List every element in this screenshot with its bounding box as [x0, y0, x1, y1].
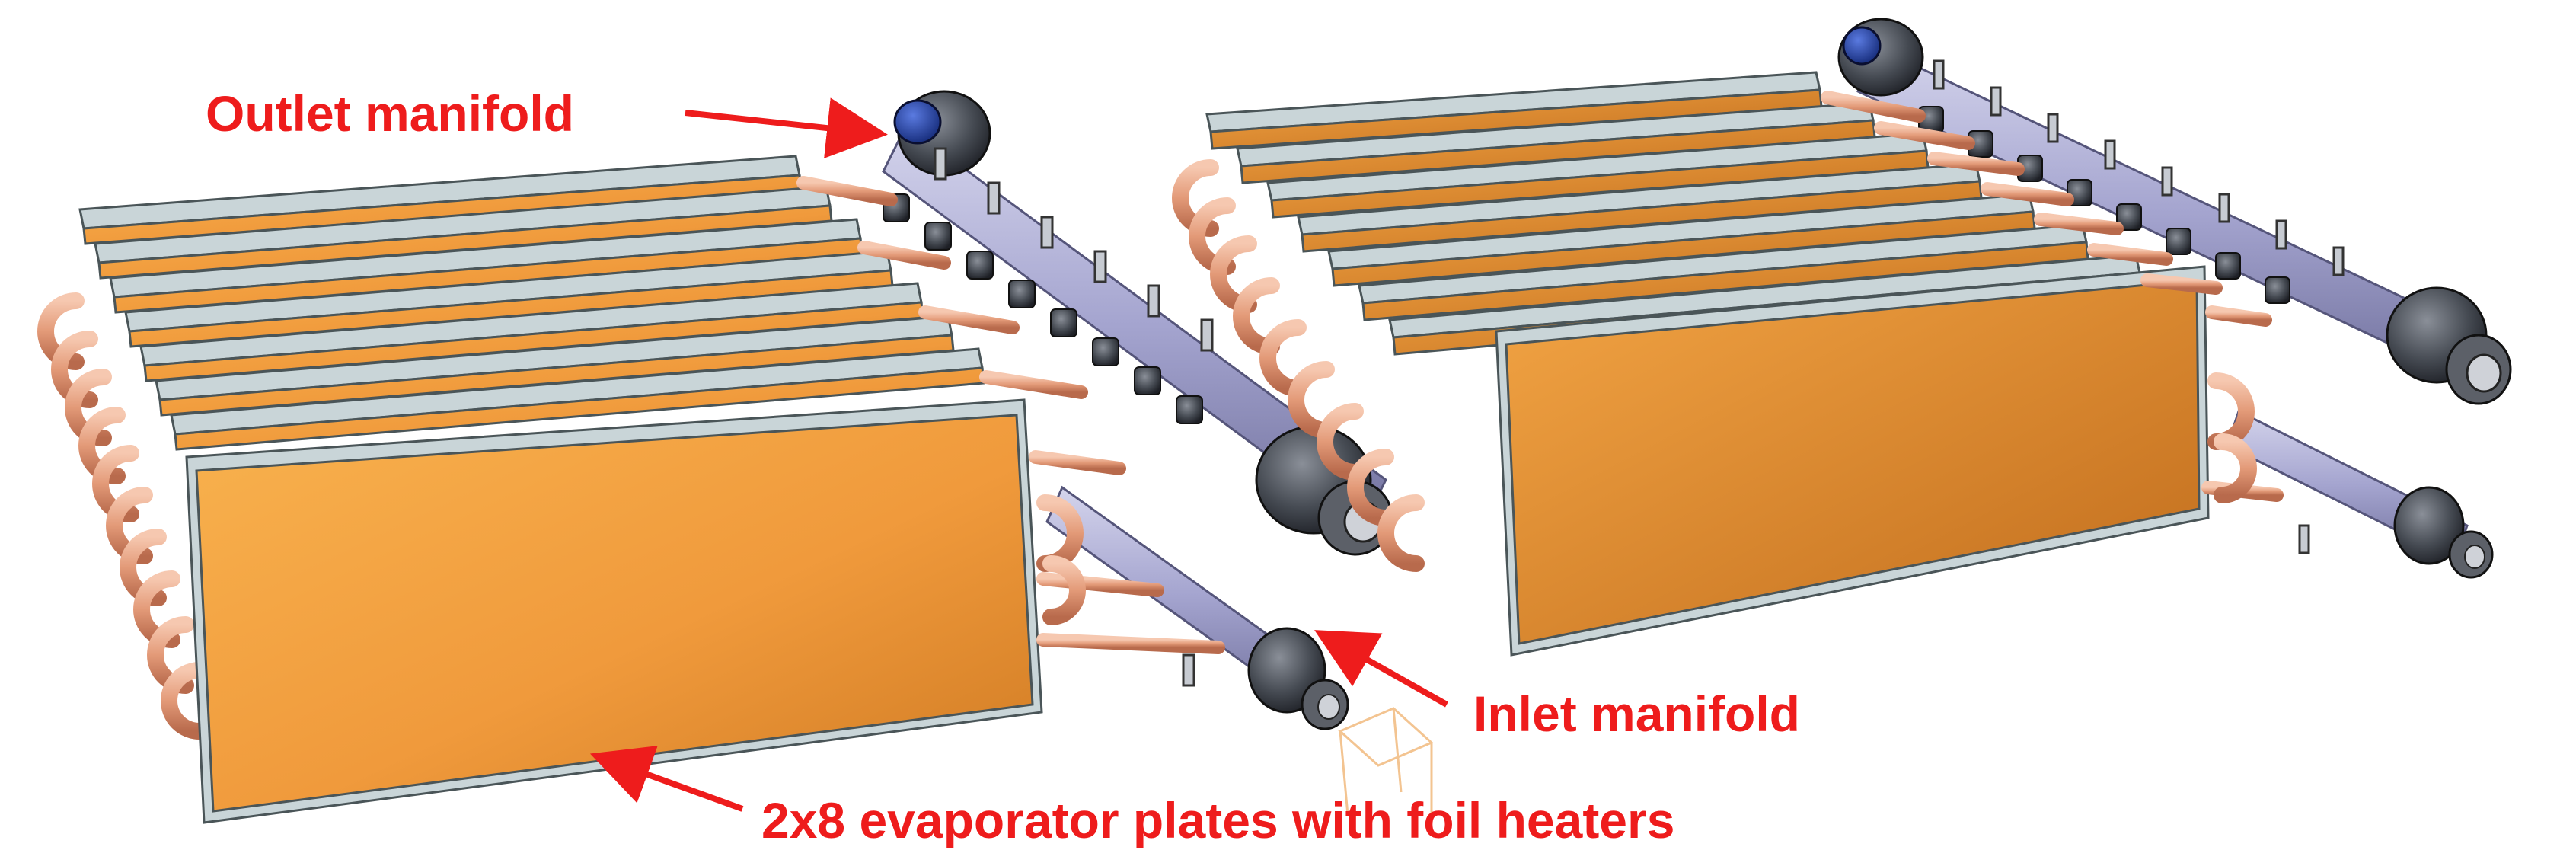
right-inlet-manifold: [2226, 409, 2494, 579]
right-plate-6: [1358, 223, 2089, 321]
right-front-u-bends: [2207, 372, 2257, 503]
left-outlet-manifold: [882, 90, 1393, 556]
annotations: Outlet manifold Inlet manifold 2x8 evapo…: [206, 85, 1800, 848]
coordinate-triad-wireframe: [1338, 707, 1434, 823]
left-copper-stubs: [796, 176, 1225, 654]
left-front-u-bends: [1036, 494, 1086, 625]
right-evaporator-assembly: [1172, 18, 2512, 657]
left-plate-5: [139, 282, 924, 382]
left-sensor-ports: [934, 147, 1214, 687]
left-plate-8-front: [185, 398, 1043, 824]
inlet-manifold-arrow: [1314, 630, 1448, 708]
left-plate-7: [170, 347, 985, 451]
right-copper-u-bends: [1172, 159, 1425, 572]
right-plate-8-front: [1495, 265, 2210, 657]
right-outlet-manifold: [1837, 18, 2512, 405]
evaporator-plates-label: 2x8 evaporator plates with foil heaters: [761, 792, 1674, 848]
right-evaporator-plate-stack: [1205, 71, 2210, 657]
right-outlet-fittings: [1918, 106, 2290, 304]
left-evaporator-assembly: [37, 90, 1393, 824]
inlet-manifold-label: Inlet manifold: [1473, 685, 1800, 742]
right-plate-3: [1266, 132, 1930, 219]
right-sensor-ports: [1933, 59, 2345, 554]
outlet-manifold-label: Outlet manifold: [206, 85, 574, 142]
evaporator-plates-arrow: [589, 746, 744, 812]
left-plate-4: [124, 250, 894, 348]
left-outlet-fittings: [883, 193, 1203, 424]
left-copper-u-bends: [37, 292, 208, 740]
outlet-manifold-arrow: [685, 97, 888, 158]
right-copper-stubs: [1821, 91, 2284, 502]
left-evaporator-plate-stack: [78, 155, 1043, 824]
